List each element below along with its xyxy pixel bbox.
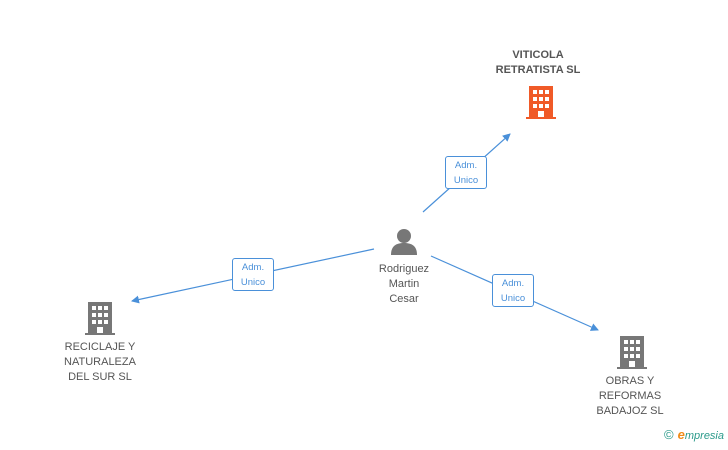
obras-building-icon[interactable] [617, 336, 647, 369]
reciclaje-label-line: RECICLAJE Y [64, 341, 136, 353]
edge-label-line: Unico [240, 277, 266, 288]
viticola-label[interactable]: VITICOLA RETRATISTA SL [478, 48, 598, 78]
person-label[interactable]: Rodriguez Martin Cesar [364, 262, 444, 307]
viticola-label-line: RETRATISTA SL [495, 64, 581, 76]
reciclaje-label-line: NATURALEZA [64, 356, 136, 368]
person-label-line: Rodriguez [378, 263, 430, 275]
empresia-logo: © empresia [664, 427, 724, 442]
logo-initial: e [677, 427, 685, 442]
obras-label[interactable]: OBRAS Y REFORMAS BADAJOZ SL [580, 374, 680, 419]
obras-label-line: BADAJOZ SL [596, 405, 664, 417]
obras-label-line: REFORMAS [598, 390, 662, 402]
edge-label-line: Adm. [501, 278, 525, 289]
person-label-line: Cesar [389, 293, 419, 305]
copyright-symbol: © [664, 427, 674, 442]
reciclaje-building-icon[interactable] [85, 302, 115, 335]
edge-label-line: Unico [453, 175, 479, 186]
edge-label-line: Adm. [454, 160, 478, 171]
viticola-building-icon[interactable] [526, 86, 556, 119]
viticola-label-line: VITICOLA [512, 49, 564, 61]
edge-label-obras[interactable]: Adm. Unico [492, 274, 534, 307]
reciclaje-label[interactable]: RECICLAJE Y NATURALEZA DEL SUR SL [50, 340, 150, 385]
logo-rest: mpresia [684, 430, 724, 442]
reciclaje-label-line: DEL SUR SL [68, 371, 132, 383]
person-label-line: Martin [388, 278, 420, 290]
person-icon[interactable] [390, 227, 418, 255]
edge-label-line: Adm. [241, 262, 265, 273]
obras-label-line: OBRAS Y [605, 375, 655, 387]
logo-wordmark: empresia [678, 427, 724, 442]
edge-label-reciclaje[interactable]: Adm. Unico [232, 258, 274, 291]
edge-label-line: Unico [500, 293, 526, 304]
edge-label-viticola[interactable]: Adm. Unico [445, 156, 487, 189]
